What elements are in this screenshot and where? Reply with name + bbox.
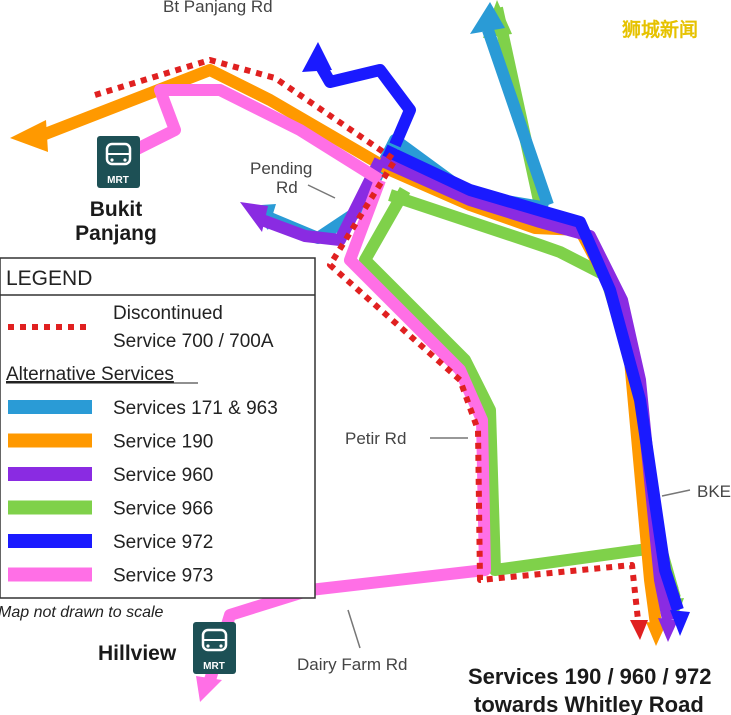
legend-discontinued-line1: Discontinued	[113, 303, 223, 324]
legend-item-label: Services 171 & 963	[113, 398, 278, 419]
legend-title: LEGEND	[6, 267, 92, 290]
road-label-bke: BKE	[697, 482, 731, 501]
destination-line1: Services 190 / 960 / 972	[468, 664, 711, 689]
station-hillview: MRT Hillview	[98, 622, 236, 674]
arrow-972-north	[302, 42, 332, 72]
arrow-700-south	[630, 620, 648, 640]
legend-item: Services 171 & 963	[8, 398, 278, 419]
road-label-dairy-farm: Dairy Farm Rd	[297, 655, 408, 674]
arrow-972-south	[670, 610, 690, 636]
station-name-bukit-line1: Bukit	[90, 198, 143, 221]
legend-item: Service 966	[8, 499, 213, 520]
arrow-973-south	[196, 676, 222, 702]
road-label-pending-line1: Pending	[250, 159, 312, 178]
dairy-farm-leader	[347, 609, 361, 649]
legend: LEGEND Discontinued Service 700 / 700A A…	[0, 257, 316, 621]
bke-leader	[661, 489, 691, 497]
destination-line2: towards Whitley Road	[474, 692, 704, 715]
road-lines	[307, 184, 691, 649]
route-service-972	[309, 53, 684, 612]
pending-leader	[307, 184, 336, 199]
legend-alternative-heading: Alternative Services	[6, 364, 174, 385]
legend-swatch	[8, 400, 92, 414]
legend-item-label: Service 973	[113, 566, 213, 587]
route-discontinued-700	[94, 57, 641, 621]
route-service-973	[132, 84, 491, 682]
arrow-190-west	[10, 120, 48, 152]
legend-swatch	[8, 467, 92, 481]
watermark-text: 狮城新闻	[622, 18, 698, 41]
legend-item-label: Service 190	[113, 432, 213, 453]
legend-item: Service 972	[8, 532, 213, 553]
legend-swatch	[8, 567, 92, 582]
legend-swatch	[8, 500, 92, 515]
arrow-190-south	[646, 622, 666, 646]
legend-discontinued-line2: Service 700 / 700A	[113, 331, 274, 352]
mrt-label: MRT	[107, 175, 129, 186]
legend-item-label: Service 960	[113, 465, 213, 486]
station-bukit-panjang: MRT Bukit Panjang	[75, 136, 157, 245]
legend-note: Map not drawn to scale	[0, 604, 164, 621]
arrow-960-south	[658, 618, 678, 642]
station-name-hillview: Hillview	[98, 642, 177, 665]
legend-swatch	[8, 534, 92, 548]
mrt-label: MRT	[203, 661, 225, 672]
legend-item-label: Service 966	[113, 499, 213, 520]
station-name-panjang-line2: Panjang	[75, 222, 157, 245]
legend-item: Service 973	[8, 566, 213, 587]
road-label-petir: Petir Rd	[345, 429, 406, 448]
legend-swatch	[8, 433, 92, 448]
road-label-pending-line2: Rd	[276, 178, 298, 197]
legend-item-label: Service 972	[113, 532, 213, 553]
legend-item: Service 960	[8, 465, 213, 486]
road-label-bt-panjang: Bt Panjang Rd	[163, 0, 273, 16]
arrow-960-west	[240, 202, 268, 232]
arrow-171-963-north	[470, 2, 505, 34]
legend-item: Service 190	[8, 432, 213, 453]
